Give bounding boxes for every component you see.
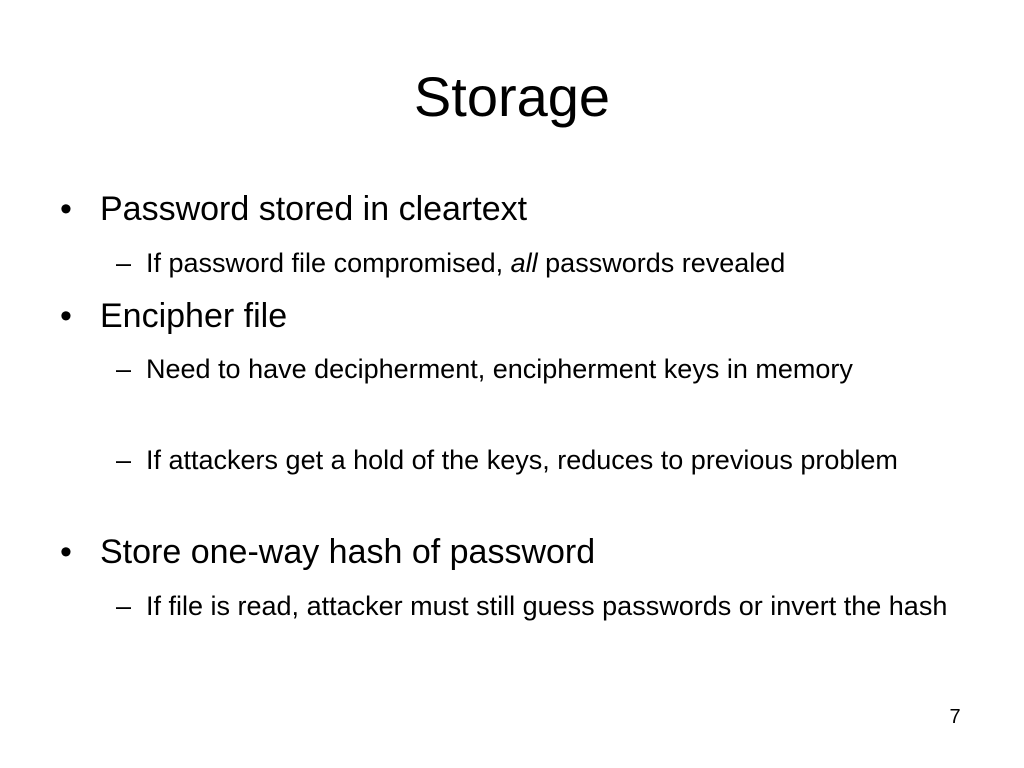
- sub-bullet-marker: –: [116, 445, 132, 475]
- sub-bullet-item: – If file is read, attacker must still g…: [116, 587, 976, 626]
- sub-bullet-item: – Need to have decipherment, enciphermen…: [116, 350, 976, 389]
- page-number: 7: [949, 706, 961, 728]
- sub-bullet-marker: –: [116, 248, 132, 278]
- bullet-item: • Password stored in cleartext: [60, 189, 980, 229]
- bullet-text: Encipher file: [100, 297, 288, 335]
- slide-title: Storage: [413, 65, 611, 128]
- bullet-text: Password stored in cleartext: [100, 190, 528, 228]
- sub-bullet-text: If password file compromised, all passwo…: [146, 244, 976, 283]
- sub-bullet-text: If attackers get a hold of the keys, red…: [146, 445, 898, 475]
- sub-bullet-text: If file is read, attacker must still gue…: [146, 591, 948, 621]
- sub-bullet-item: – If attackers get a hold of the keys, r…: [116, 441, 976, 480]
- bullet-text: Store one-way hash of password: [100, 533, 596, 571]
- sub-bullet-marker: –: [116, 591, 132, 621]
- bullet-marker: •: [60, 297, 72, 335]
- sub-bullet-text-end: passwords revealed: [537, 248, 786, 278]
- sub-bullet-item: – If password file compromised, all pass…: [116, 244, 976, 283]
- bullet-item: • Encipher file: [60, 296, 980, 336]
- bullet-marker: •: [60, 533, 72, 571]
- sub-bullet-text-start: If password file compromised,: [146, 248, 511, 278]
- sub-bullet-text: Need to have decipherment, encipherment …: [146, 354, 853, 384]
- bullet-marker: •: [60, 190, 72, 228]
- bullet-item: • Store one-way hash of password: [60, 532, 980, 572]
- sub-bullet-marker: –: [116, 354, 132, 384]
- sub-bullet-emphasis: all: [510, 248, 538, 278]
